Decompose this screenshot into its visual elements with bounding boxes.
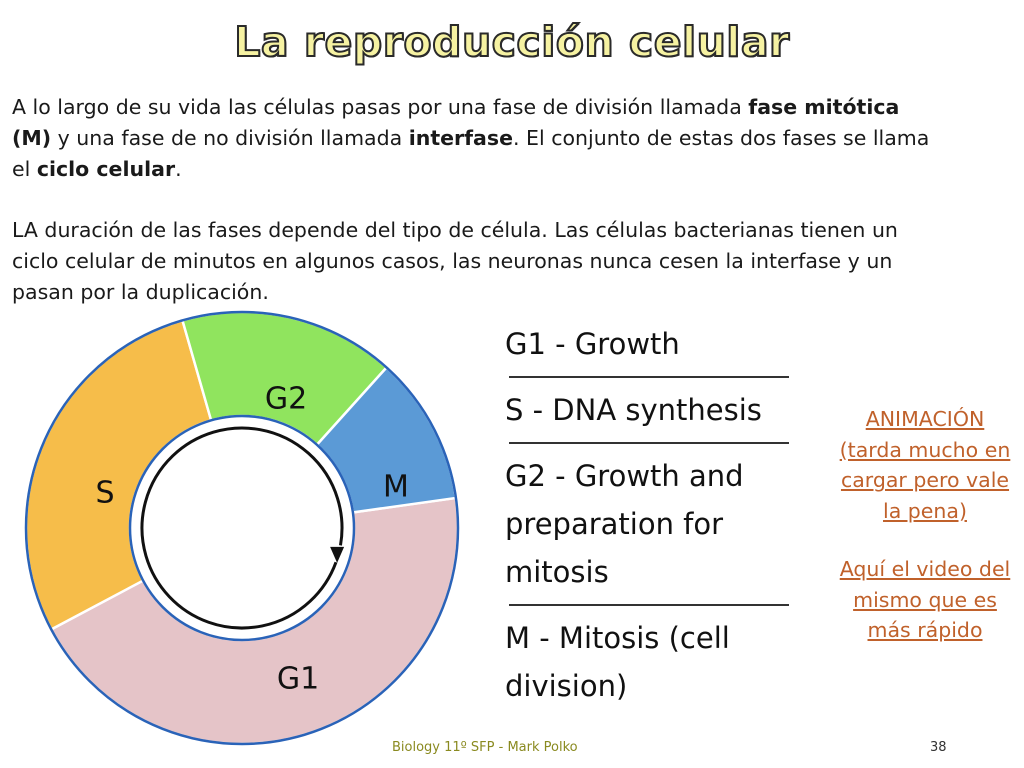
phase-g1: G1 - Growth [505,327,680,361]
label-m: M [383,470,409,505]
text-run: y una fase de no división llamada [51,126,409,150]
ring-outer-edge [24,310,460,746]
paragraph-duration: LA duración de las fases depende del tip… [12,218,898,304]
paragraph-cell-phases: A lo largo de su vida las células pasas … [12,92,932,185]
term-mitotic-phase: fase mitótica (M) [12,95,900,150]
intro-text: A lo largo de su vida las células pasas … [12,92,932,338]
video-link[interactable]: Aquí el video del mismo que es más rápid… [839,557,1011,642]
divider [509,442,789,444]
animation-link[interactable]: ANIMACIÓN (tarda mucho en cargar pero va… [839,407,1011,523]
text-run: . [175,157,182,181]
phase-s: S - DNA synthesis [505,393,762,427]
page-number: 38 [930,740,947,755]
text-run: A lo largo de su vida las células pasas … [12,95,749,119]
term-interphase: interfase [408,126,513,150]
cycle-arrowhead-icon [330,546,345,563]
resource-links: ANIMACIÓN (tarda mucho en cargar pero va… [832,404,1018,646]
ring-inner-edge [128,414,356,642]
term-cell-cycle: ciclo celular [36,157,176,181]
divider [509,376,789,378]
footer-credit: Biology 11º SFP - Mark Polko [392,740,578,755]
text-run: . El conjunto de estas dos fases se llam… [12,126,930,181]
phase-g2: G2 - Growth and preparation for mitosis [505,459,744,589]
cell-cycle-diagram: G1 S G2M [24,310,460,746]
slide-title: La reproducción celular [233,17,790,67]
label-g2: G2 [265,382,307,417]
label-s: S [95,476,114,511]
phase-m: M - Mitosis (cell division) [505,621,730,703]
cycle-arrow [140,426,344,630]
phase-list: G1 - Growth S - DNA synthesis G2 - Growt… [505,320,805,710]
label-g1: G1 [277,662,319,697]
slide-footer: Biology 11º SFP - Mark Polko 38 [0,738,1024,760]
divider [509,604,789,606]
spacer [832,526,1018,554]
